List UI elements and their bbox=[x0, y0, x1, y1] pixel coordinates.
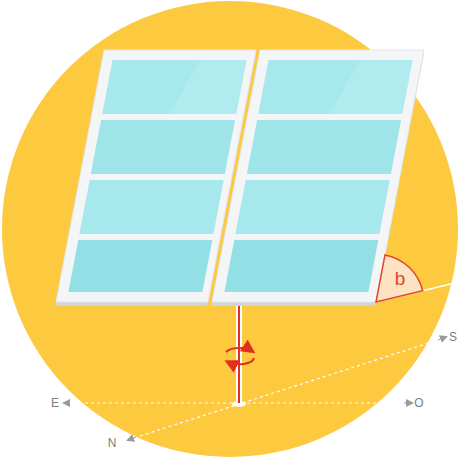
compass-label: E bbox=[51, 397, 59, 409]
rotation-arrow bbox=[226, 348, 252, 352]
axis-arrow bbox=[404, 403, 412, 404]
pole bbox=[236, 300, 242, 404]
panel-frame bbox=[212, 50, 424, 302]
solar-cell bbox=[247, 120, 401, 174]
north-south-axis bbox=[140, 340, 438, 436]
rotation-axis bbox=[238, 302, 240, 403]
axis-arrow bbox=[438, 337, 446, 340]
solar-cells bbox=[68, 60, 412, 292]
solar-cell bbox=[235, 180, 389, 234]
solar-cell bbox=[68, 240, 212, 292]
axis-arrow bbox=[128, 437, 136, 440]
angle-wedge: b bbox=[370, 248, 430, 308]
compass-label: O bbox=[414, 397, 423, 409]
cell-highlight bbox=[330, 60, 413, 114]
solar-cell bbox=[91, 120, 235, 174]
compass-label: N bbox=[108, 437, 117, 449]
solar-cell bbox=[102, 60, 246, 114]
solar-cell bbox=[258, 60, 412, 114]
compass-label: S bbox=[449, 331, 457, 343]
angle-wedge-outline bbox=[376, 255, 423, 302]
cell-highlight bbox=[170, 60, 247, 114]
solar-cell bbox=[224, 240, 378, 292]
rotation-arrow bbox=[228, 358, 254, 364]
axis-arrow bbox=[64, 403, 70, 404]
solar-cell bbox=[79, 180, 223, 234]
angle-label: b bbox=[395, 269, 406, 288]
